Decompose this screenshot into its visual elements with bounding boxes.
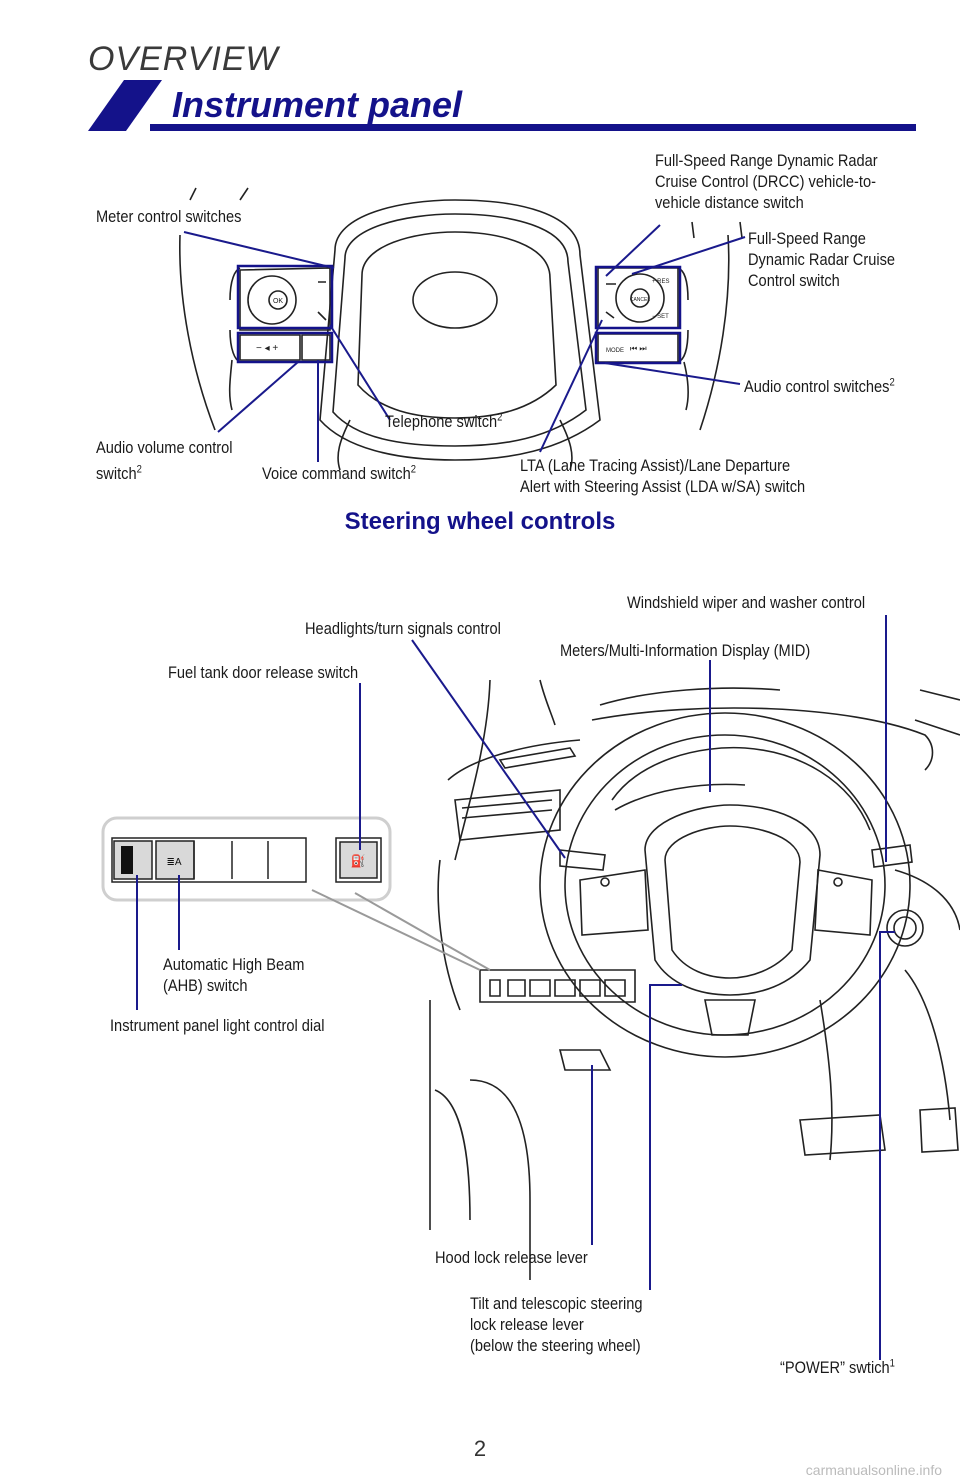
track-button: ⏮ ⏭ [630, 344, 647, 353]
highlight-boxes [236, 264, 682, 365]
dashboard-leader-lines [136, 615, 895, 1360]
label-tilt: Tilt and telescopic steering lock releas… [470, 1294, 643, 1355]
ok-button: OK [273, 298, 283, 305]
label-lta: LTA (Lane Tracing Assist)/Lane Departure… [520, 456, 806, 496]
res-button: + RES [652, 279, 670, 285]
switch-panel-inset: ≣A ⛽ [101, 816, 491, 971]
title-band [88, 80, 916, 131]
label-telephone: Telephone switch2 [385, 411, 503, 431]
cancel-button: CANCEL [630, 297, 651, 303]
label-meters: Meters/Multi-Information Display (MID) [560, 641, 811, 660]
label-hood: Hood lock release lever [435, 1248, 588, 1267]
page-number: 2 [473, 1436, 487, 1461]
label-ahb: Automatic High Beam (AHB) switch [163, 955, 305, 995]
section-header: OVERVIEW [88, 40, 279, 78]
footer-watermark[interactable]: carmanualsonline.info [805, 1462, 942, 1478]
label-voice-command: Voice command switch2 [262, 463, 416, 483]
label-power: “POWER” swtich1 [780, 1357, 895, 1377]
steering-heading: Steering wheel controls [344, 508, 616, 535]
label-drcc-switch: Full-Speed Range Dynamic Radar Cruise Co… [748, 229, 896, 290]
label-audio-control: Audio control switches2 [744, 376, 895, 396]
label-wiper: Windshield wiper and washer control [627, 593, 866, 612]
svg-text:≣A: ≣A [166, 857, 181, 868]
mode-button: MODE [606, 348, 624, 354]
label-fuel-door: Fuel tank door release switch [168, 663, 359, 682]
set-button: − SET [652, 314, 669, 320]
steering-leader-lines [183, 224, 746, 462]
label-audio-volume: Audio volume control switch2 [96, 438, 233, 483]
label-meter-control: Meter control switches [96, 207, 242, 226]
dashboard-illustration [429, 679, 960, 1280]
label-drcc-distance: Full-Speed Range Dynamic Radar Cruise Co… [655, 151, 878, 212]
label-headlights: Headlights/turn signals control [305, 619, 501, 638]
volume-button: − ◂ + [256, 343, 278, 354]
page-title: Instrument panel [172, 84, 463, 125]
label-panel-light: Instrument panel light control dial [110, 1016, 325, 1035]
svg-text:⛽: ⛽ [351, 854, 366, 868]
